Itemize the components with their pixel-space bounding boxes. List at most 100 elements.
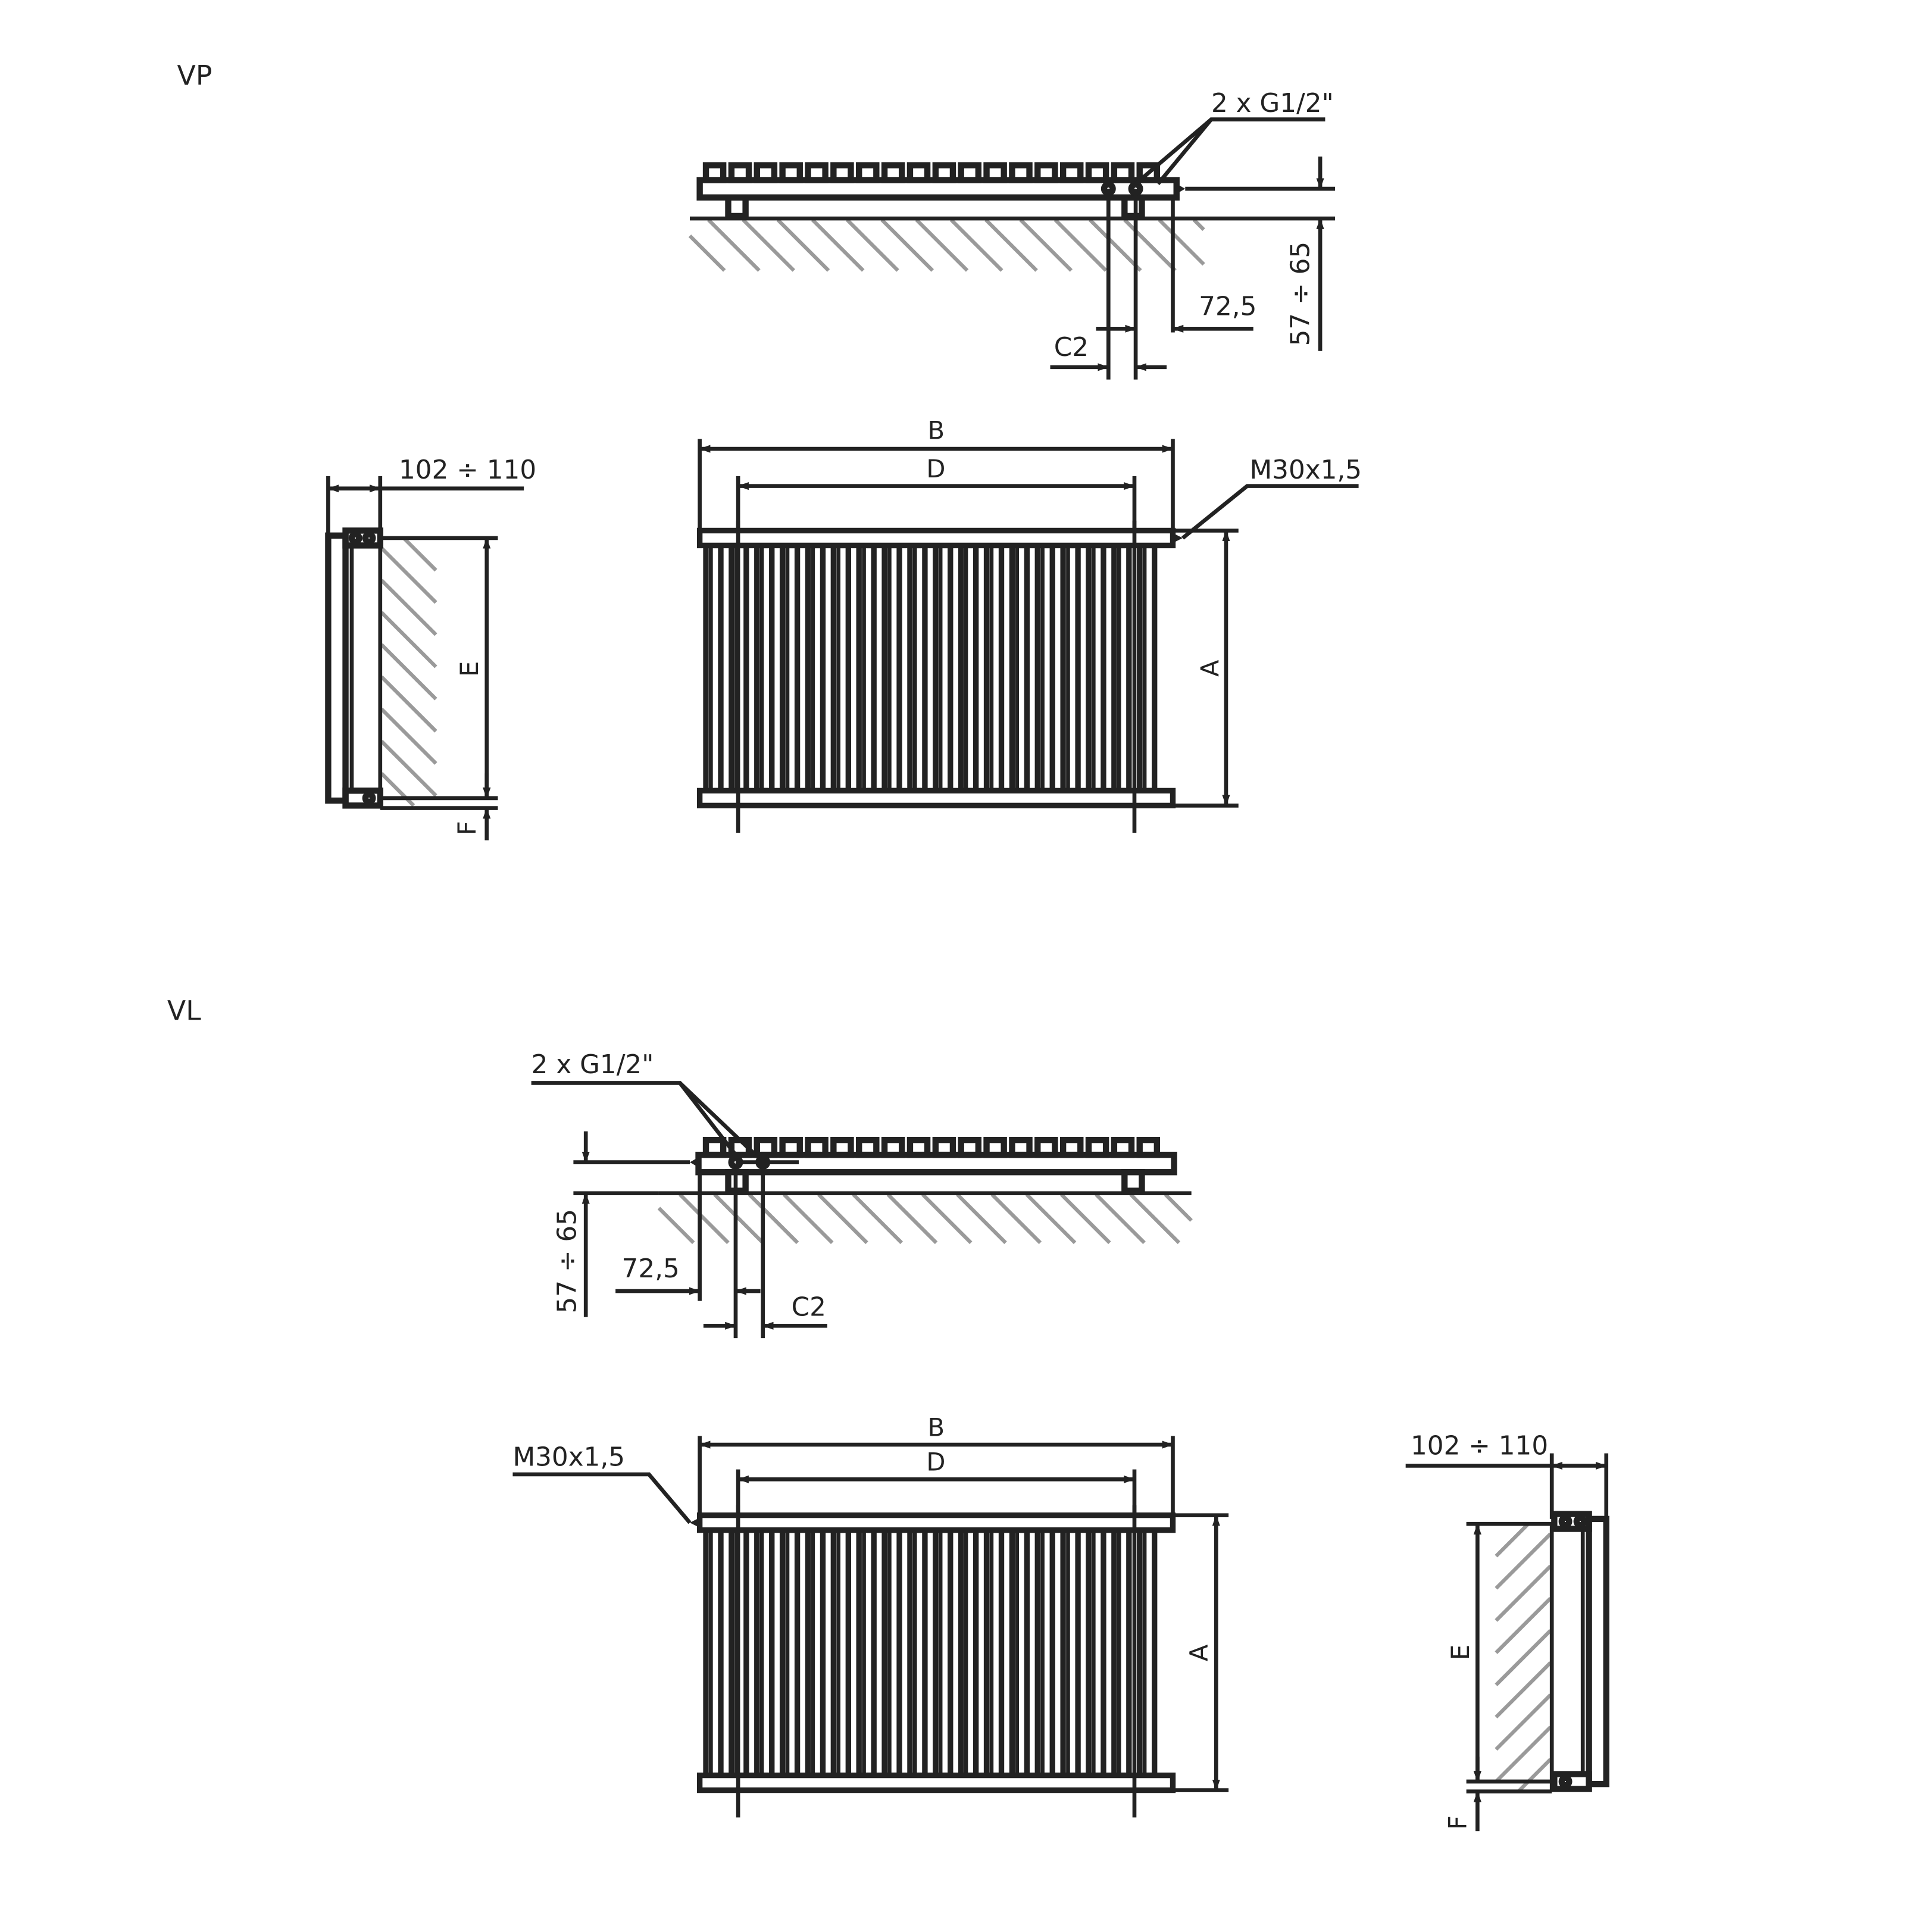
tube xyxy=(933,1527,954,1779)
hatch-line xyxy=(380,675,437,733)
fin xyxy=(830,162,854,183)
hatch-line xyxy=(1495,1661,1552,1719)
tube xyxy=(1034,542,1055,794)
fin xyxy=(702,162,727,183)
fin xyxy=(1136,1136,1161,1158)
tube xyxy=(754,542,775,794)
hatch-line xyxy=(657,1207,695,1245)
hatch-line xyxy=(1495,1532,1552,1590)
hatch-line xyxy=(915,218,969,272)
vp-height-label: A xyxy=(1195,660,1224,677)
fin xyxy=(932,1136,956,1158)
vp-vent-plug xyxy=(1176,183,1186,194)
tube xyxy=(779,542,801,794)
vl-side-radiator xyxy=(1586,1515,1609,1787)
fin xyxy=(1034,1136,1058,1158)
vl-height-label: A xyxy=(1184,1644,1214,1661)
hatch-line xyxy=(949,218,1003,272)
hatch-line xyxy=(990,1193,1042,1245)
hatch-line xyxy=(380,772,415,807)
fin xyxy=(1111,1136,1135,1158)
tube xyxy=(1111,542,1132,794)
fin xyxy=(983,1136,1007,1158)
hatch-line xyxy=(380,707,437,765)
tube xyxy=(754,1527,775,1779)
tube xyxy=(1086,1527,1106,1779)
hatch-line xyxy=(380,546,437,604)
fin xyxy=(754,1136,778,1158)
vl-thread-label: M30x1,5 xyxy=(512,1442,625,1472)
tube xyxy=(1060,542,1081,794)
fin xyxy=(856,1136,880,1158)
hatch-line xyxy=(886,1193,938,1245)
vl-spacing-label: C2 xyxy=(792,1292,826,1323)
hatch-line xyxy=(1129,1193,1181,1245)
vl-title: VL xyxy=(167,995,201,1026)
vl-top-fins xyxy=(702,1136,1161,1158)
hatch-line xyxy=(880,218,934,272)
fin xyxy=(856,162,880,183)
tube xyxy=(805,1527,826,1779)
vl-bottom-label: F xyxy=(1443,1815,1473,1830)
vp-wall-hatch xyxy=(688,218,1205,272)
hatch-line xyxy=(817,1193,868,1245)
vl-height-axes-label: E xyxy=(1446,1645,1475,1660)
tube xyxy=(856,542,877,794)
fin xyxy=(1009,1136,1033,1158)
fin xyxy=(1136,162,1161,183)
hatch-line xyxy=(776,218,830,272)
hatch-line xyxy=(1495,1523,1530,1558)
hatch-line xyxy=(1517,1758,1552,1793)
hatch-line xyxy=(846,218,899,272)
hatch-line xyxy=(402,536,437,572)
vp-top-fins xyxy=(702,162,1161,183)
hatch-line xyxy=(742,218,795,272)
vp-top-bracket-right xyxy=(1121,194,1145,220)
tube xyxy=(933,542,954,794)
hatch-line xyxy=(1495,1629,1552,1686)
vp-height-axes-label: E xyxy=(455,661,484,677)
tube xyxy=(1009,1527,1030,1779)
vp-width-total-label: B xyxy=(927,415,945,445)
vp-side-view: 102 ÷ 110 E F xyxy=(325,455,536,840)
vp-connection-label: 2 x G1/2" xyxy=(1211,88,1334,118)
tube xyxy=(1060,1527,1081,1779)
vl-width-axes-label: D xyxy=(926,1448,945,1477)
vp-front-header-top xyxy=(696,527,1176,549)
tube xyxy=(779,1527,801,1779)
fin xyxy=(881,1136,905,1158)
tube xyxy=(983,542,1005,794)
fin xyxy=(881,162,905,183)
fin xyxy=(1059,1136,1084,1158)
vp-title: VP xyxy=(177,60,212,91)
hatch-line xyxy=(679,1193,730,1245)
tube xyxy=(1034,1527,1055,1779)
vp-front-view: B D M30x1,5 A xyxy=(696,415,1362,833)
hatch-line xyxy=(852,1193,904,1245)
fin xyxy=(1034,162,1058,183)
tube xyxy=(856,1527,877,1779)
vl-wall-hatch xyxy=(657,1193,1193,1245)
vp-depth-label: 102 ÷ 110 xyxy=(399,455,536,485)
vl-side-header-top xyxy=(1551,1511,1592,1532)
vl-side-view: 102 ÷ 110 E F xyxy=(1405,1431,1609,1832)
hatch-line xyxy=(1095,1193,1146,1245)
tube xyxy=(958,1527,979,1779)
vl-front-header-bottom xyxy=(696,1772,1176,1793)
fin xyxy=(958,1136,982,1158)
hatch-line xyxy=(1164,1193,1193,1222)
hatch-line xyxy=(811,218,865,272)
fin xyxy=(830,1136,854,1158)
fin xyxy=(1111,162,1135,183)
hatch-line xyxy=(1495,1693,1552,1751)
hatch-line xyxy=(956,1193,1007,1245)
fin xyxy=(906,162,931,183)
tube xyxy=(907,542,928,794)
vl-view: VL 2 x G1/2" 57 ÷ 65 xyxy=(167,995,1609,1832)
vp-side-wall-hatch xyxy=(380,536,437,807)
vp-top-view: 2 x G1/2" 57 ÷ 65 72,5 C2 xyxy=(688,88,1336,380)
vp-thread-leader xyxy=(1181,484,1359,540)
fin xyxy=(1085,1136,1109,1158)
hatch-line xyxy=(380,611,437,668)
fin xyxy=(779,162,803,183)
